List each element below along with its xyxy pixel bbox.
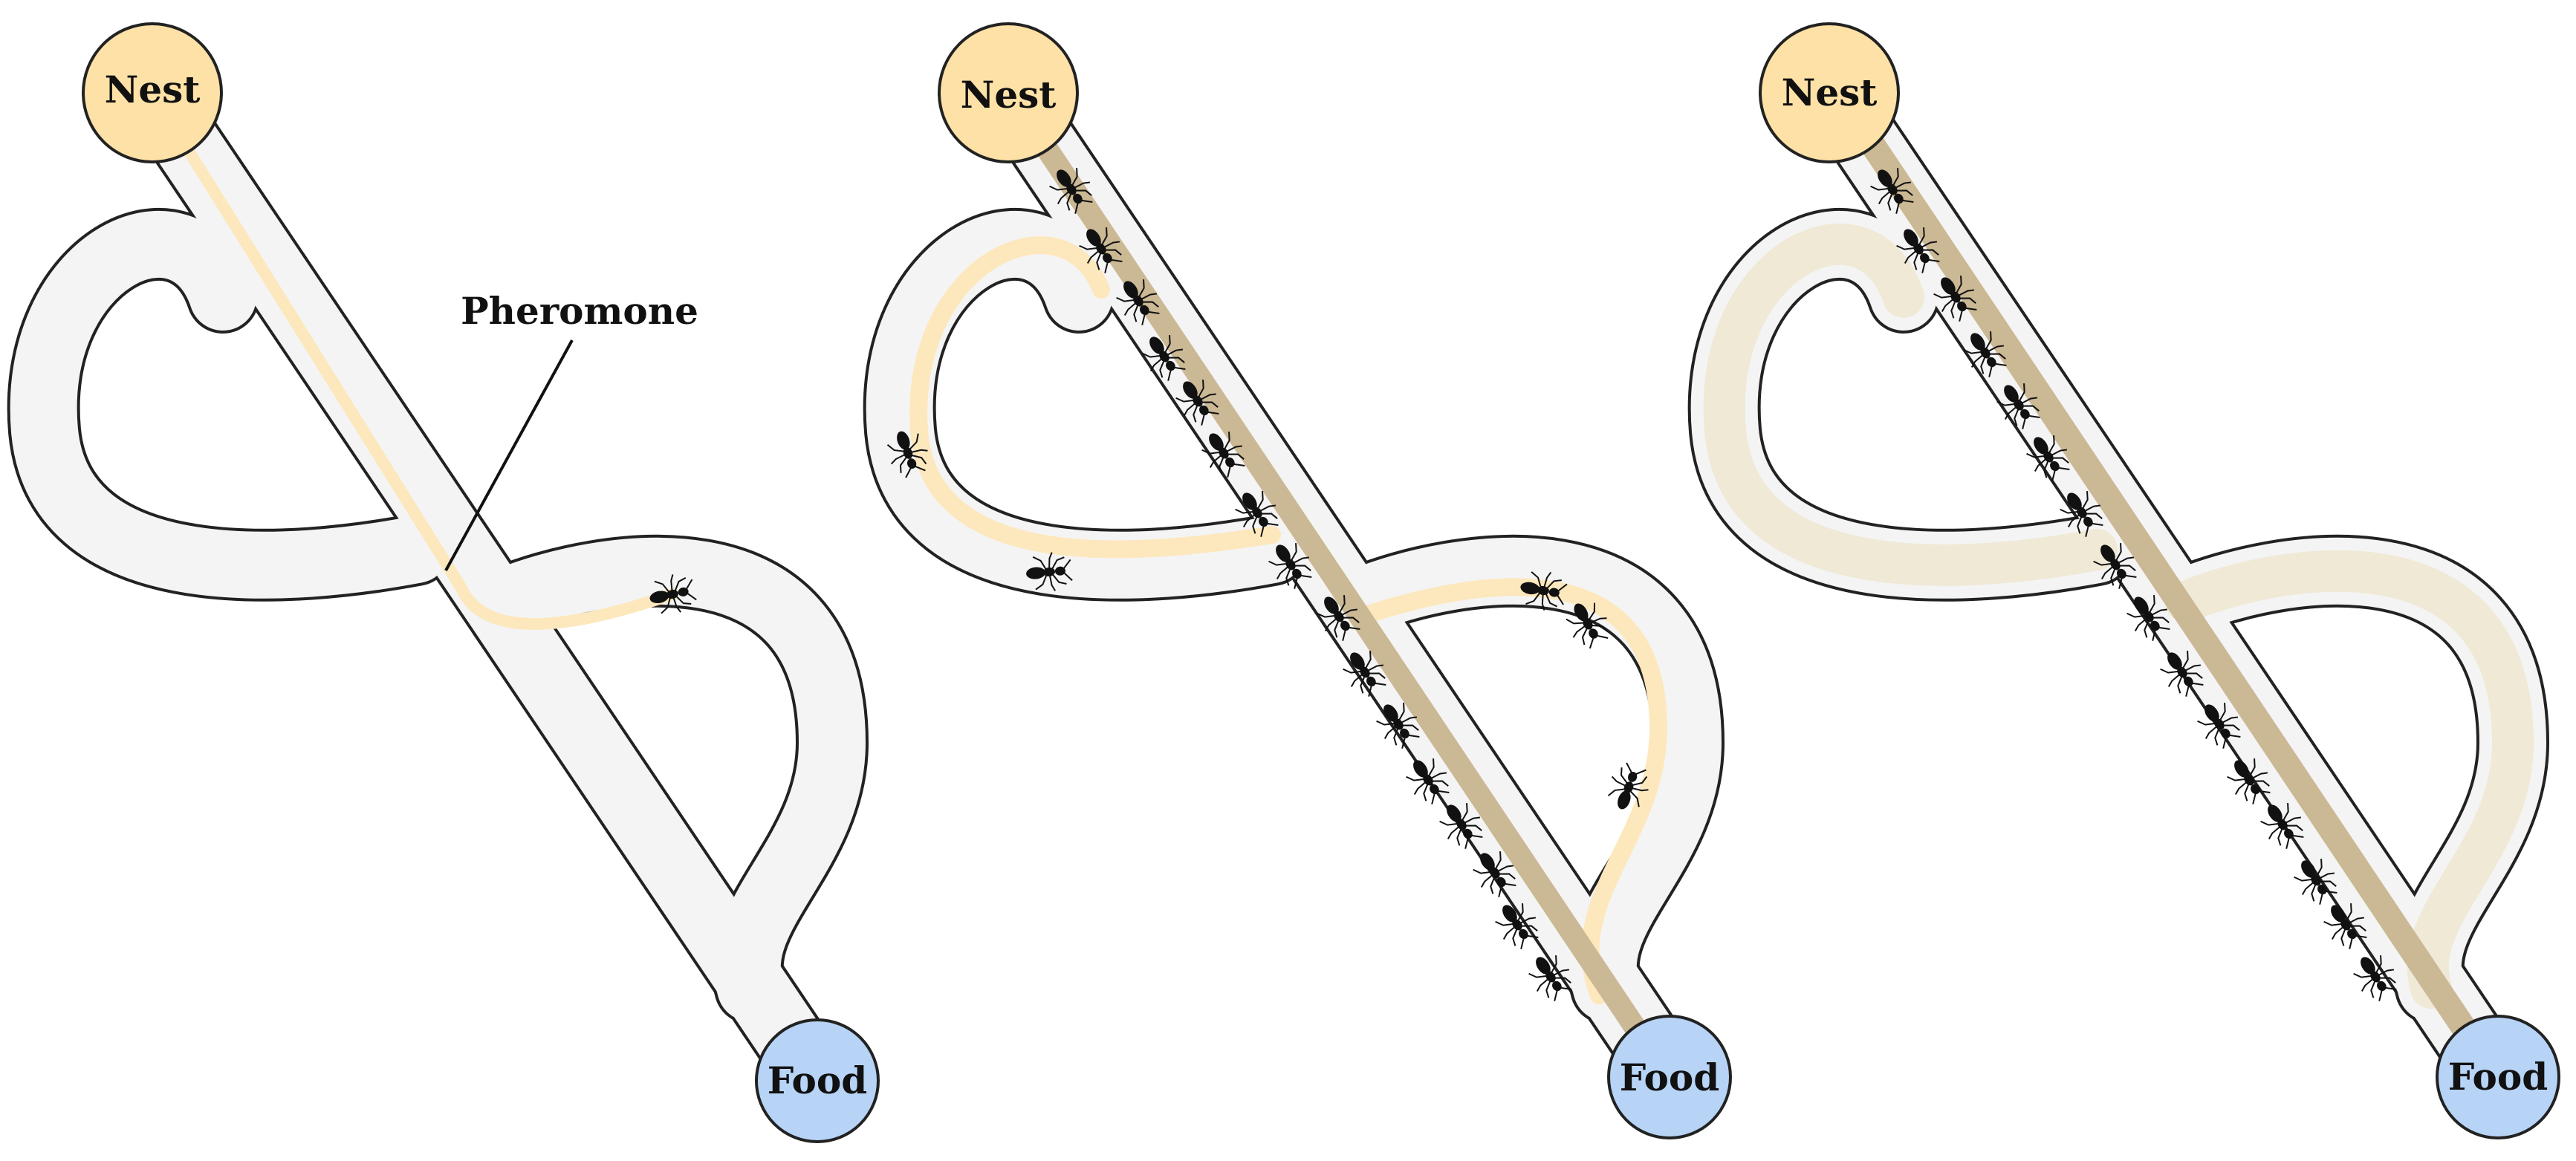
food-label: Food bbox=[2448, 1055, 2548, 1099]
nest-label: Nest bbox=[105, 68, 201, 111]
pheromone-upper-loop bbox=[909, 236, 1281, 559]
pheromone-lower-loop bbox=[1352, 578, 1668, 1004]
pheromone-trail bbox=[184, 146, 678, 630]
nest-node: Nest bbox=[82, 22, 223, 163]
nest-label: Nest bbox=[1782, 71, 1878, 114]
callout-line bbox=[444, 339, 574, 571]
panel-2: Nest Food bbox=[882, 22, 1732, 1139]
food-node: Food bbox=[2436, 1015, 2560, 1139]
food-label: Food bbox=[1620, 1056, 1719, 1099]
food-label: Food bbox=[768, 1058, 867, 1102]
nest-label: Nest bbox=[961, 73, 1057, 117]
nest-node: Nest bbox=[938, 22, 1079, 163]
food-node: Food bbox=[1607, 1015, 1732, 1139]
food-node: Food bbox=[755, 1018, 880, 1143]
panel-1: Pheromone Nest Food bbox=[44, 22, 880, 1143]
pheromone-label: Pheromone bbox=[461, 289, 698, 333]
panel-3: Nest Food bbox=[1725, 22, 2560, 1139]
nest-node: Nest bbox=[1759, 22, 1900, 163]
